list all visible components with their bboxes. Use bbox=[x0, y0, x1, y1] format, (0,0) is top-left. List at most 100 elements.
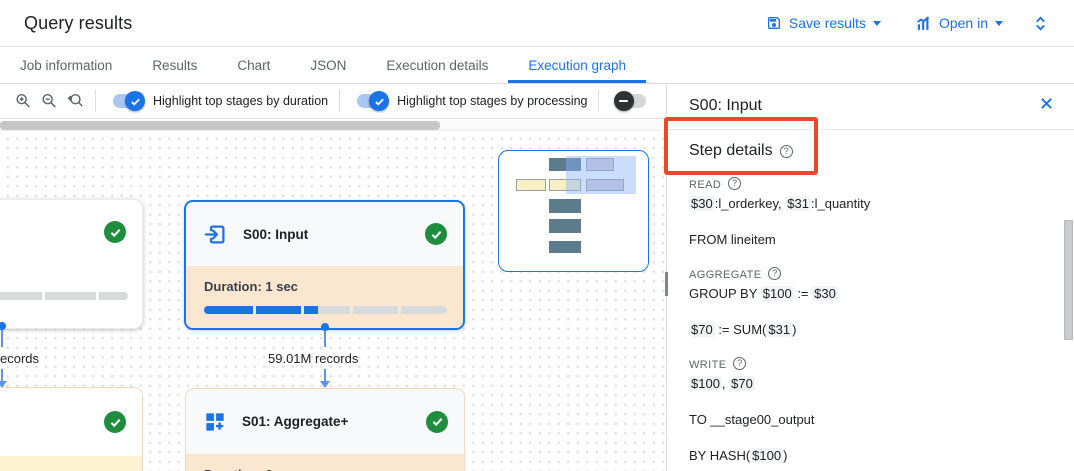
edge-arrowhead-icon bbox=[320, 381, 330, 388]
variable-chip: $30 bbox=[689, 196, 715, 211]
panel-close-button[interactable] bbox=[1037, 94, 1056, 116]
section-text: $70 := SUM($31) bbox=[689, 320, 1052, 340]
hscrollbar-thumb[interactable] bbox=[0, 121, 440, 130]
edge-arrowhead-icon bbox=[0, 381, 7, 388]
stage-node-partial-top[interactable] bbox=[0, 199, 143, 329]
section-text: $100, $70 bbox=[689, 374, 1052, 394]
success-check-icon bbox=[426, 410, 448, 433]
minimap-stage-rect bbox=[586, 179, 624, 191]
toolbar-divider bbox=[339, 90, 341, 112]
minimap-stage-rect bbox=[586, 158, 614, 171]
zoom-out-button[interactable] bbox=[36, 88, 62, 114]
zoom-in-button[interactable] bbox=[10, 88, 36, 114]
page-title: Query results bbox=[24, 12, 133, 33]
graph-toolbar: Highlight top stages by duration Highlig… bbox=[0, 84, 666, 119]
help-icon[interactable]: ? bbox=[728, 177, 742, 190]
text-segment: TO __stage00_output bbox=[689, 412, 815, 427]
stage-progress-bar bbox=[204, 306, 447, 314]
variable-chip: $70 bbox=[689, 322, 715, 337]
panel-resize-handle[interactable] bbox=[665, 272, 668, 296]
success-check-icon bbox=[104, 221, 126, 243]
edge-output-dot bbox=[0, 322, 6, 330]
save-results-label: Save results bbox=[788, 15, 866, 31]
execution-graph-canvas[interactable]: Highlight top stages by duration Highlig… bbox=[0, 84, 666, 471]
help-icon[interactable]: ? bbox=[779, 144, 793, 158]
highlight-duration-label: Highlight top stages by duration bbox=[153, 94, 329, 108]
tab-execution-graph[interactable]: Execution graph bbox=[508, 48, 646, 83]
stage-title: S00: Input bbox=[243, 226, 309, 242]
edge-line bbox=[324, 331, 326, 347]
step-details-title: Step details bbox=[689, 142, 773, 159]
caret-down-icon bbox=[872, 21, 881, 26]
text-segment: :l_quantity bbox=[810, 196, 871, 211]
save-icon bbox=[767, 17, 780, 29]
tab-chart[interactable]: Chart bbox=[237, 58, 271, 73]
s00-progress-fill bbox=[204, 306, 319, 314]
minimap-content bbox=[499, 151, 648, 271]
chart-icon bbox=[917, 15, 930, 30]
tab-execution-details[interactable]: Execution details bbox=[386, 58, 489, 73]
minimap-stage-rect bbox=[549, 241, 581, 253]
tab-job-information[interactable]: Job information bbox=[20, 58, 113, 73]
header-actions: Save results Open in bbox=[732, 15, 1074, 32]
panel-scrollbar-thumb[interactable] bbox=[1064, 220, 1073, 340]
stage-progress-bar bbox=[0, 292, 128, 300]
zoom-in-icon bbox=[16, 93, 30, 108]
panel-section: WRITE?$100, $70 bbox=[689, 356, 1052, 394]
section-label: AGGREGATE? bbox=[689, 266, 1052, 284]
text-segment: ) bbox=[792, 322, 797, 337]
text-segment: BY HASH( bbox=[689, 448, 751, 463]
minimap-stage-rect bbox=[549, 179, 581, 191]
stage-title: S01: Aggregate+ bbox=[242, 414, 349, 429]
panel-title: S00: Input bbox=[689, 97, 762, 114]
variable-chip: $100 bbox=[689, 376, 722, 391]
text-segment: ) bbox=[783, 448, 788, 463]
section-label: READ? bbox=[689, 176, 1052, 194]
stage-processing-section bbox=[0, 456, 142, 471]
tab-results[interactable]: Results bbox=[152, 58, 198, 73]
zoom-reset-icon bbox=[67, 93, 83, 107]
stage-duration-section: Duration: 1 sec bbox=[186, 266, 463, 328]
help-icon[interactable]: ? bbox=[768, 267, 782, 280]
tab-json[interactable]: JSON bbox=[310, 58, 347, 73]
section-label: WRITE? bbox=[689, 356, 1052, 374]
edge-line bbox=[1, 369, 3, 382]
highlight-processing-toggle[interactable] bbox=[355, 91, 390, 111]
minimap-stage-rect bbox=[516, 179, 546, 191]
check-icon bbox=[374, 98, 384, 106]
minimap-stage-rect bbox=[549, 158, 581, 171]
expand-collapse-button[interactable] bbox=[1033, 15, 1048, 32]
canvas-horizontal-scrollbar[interactable] bbox=[0, 120, 660, 131]
section-text: FROM lineitem bbox=[689, 230, 1052, 250]
open-in-label: Open in bbox=[938, 15, 988, 31]
close-icon bbox=[1041, 98, 1052, 109]
aggregate-stage-icon bbox=[206, 412, 224, 431]
stage-node-s01[interactable]: S01: Aggregate+ Duration: 3 sec bbox=[185, 388, 465, 471]
panel-section: $70 := SUM($31) bbox=[689, 320, 1052, 340]
third-toggle[interactable] bbox=[613, 91, 648, 111]
stage-duration-section: Duration: 3 sec bbox=[186, 454, 464, 471]
graph-minimap[interactable] bbox=[498, 150, 649, 272]
edge-line bbox=[1, 330, 3, 347]
zoom-reset-button[interactable] bbox=[62, 88, 88, 114]
panel-section: FROM lineitem bbox=[689, 230, 1052, 250]
toolbar-divider bbox=[95, 90, 96, 112]
help-icon[interactable]: ? bbox=[733, 357, 747, 370]
minimap-stage-rect bbox=[549, 219, 581, 233]
open-in-button[interactable]: Open in bbox=[915, 15, 1003, 32]
save-results-button[interactable]: Save results bbox=[766, 15, 881, 31]
panel-divider bbox=[667, 129, 1074, 130]
highlight-duration-toggle[interactable] bbox=[111, 91, 145, 111]
variable-chip: $100 bbox=[750, 448, 784, 463]
stage-node-s00[interactable]: S00: Input Duration: 1 sec bbox=[184, 200, 465, 330]
edge-output-dot bbox=[321, 323, 329, 331]
minimap-stage-rect bbox=[549, 199, 581, 213]
minimap-viewport[interactable] bbox=[566, 156, 636, 194]
section-text: TO __stage00_output bbox=[689, 410, 1052, 430]
variable-chip: $31 bbox=[766, 322, 793, 337]
text-segment: , bbox=[721, 376, 730, 391]
stage-node-partial-bottom[interactable] bbox=[0, 387, 143, 471]
text-segment: :l_orderkey, bbox=[714, 196, 786, 211]
variable-chip: $70 bbox=[729, 376, 755, 391]
stage-duration-label: Duration: 3 sec bbox=[204, 467, 448, 471]
